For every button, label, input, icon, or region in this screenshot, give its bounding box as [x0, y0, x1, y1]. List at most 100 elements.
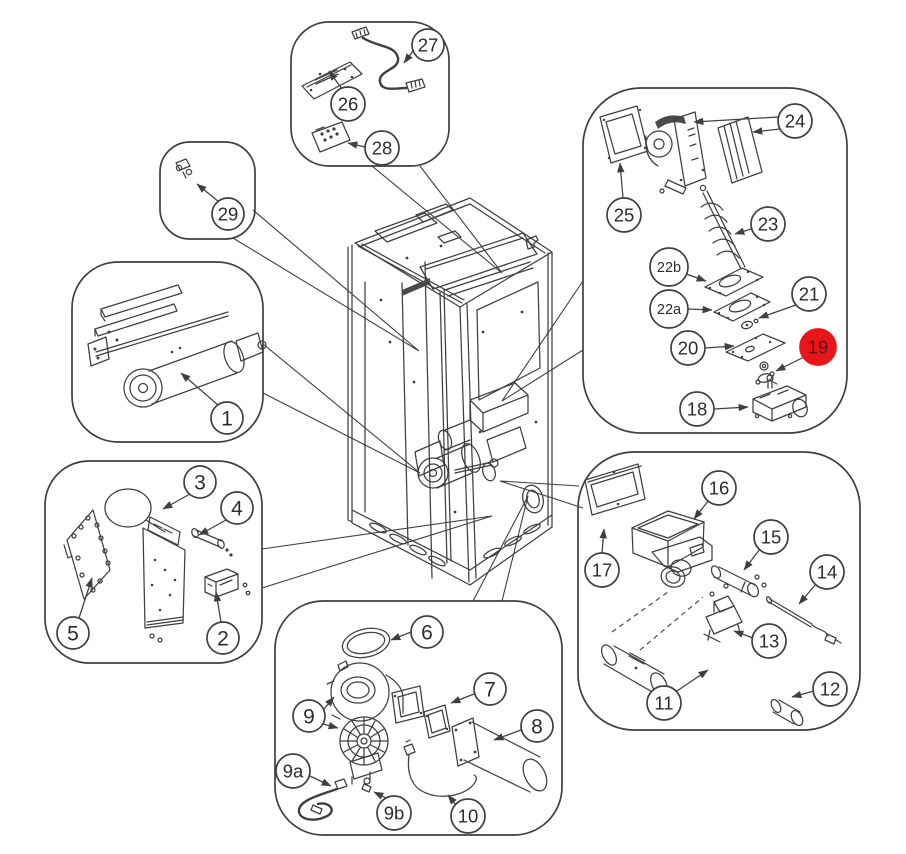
- callout-21[interactable]: 21: [791, 276, 827, 312]
- part-23-drawing: [699, 184, 746, 270]
- callout-6[interactable]: 6: [410, 615, 444, 649]
- callout-arrows: [78, 50, 817, 806]
- svg-text:23: 23: [758, 214, 779, 235]
- svg-text:11: 11: [654, 693, 673, 714]
- svg-text:9a: 9a: [283, 761, 304, 782]
- part-7-drawing: [423, 704, 451, 739]
- callouts: 1 2 3 4 5 6 7 8 9 9a 9b 10 11 12 13 14 1…: [56, 28, 848, 834]
- svg-text:26: 26: [338, 94, 359, 115]
- part-8-drawing: [451, 717, 548, 793]
- part-21-drawing: [740, 318, 759, 330]
- callout-4[interactable]: 4: [220, 491, 254, 525]
- callout-9b[interactable]: 9b: [376, 795, 412, 831]
- svg-text:27: 27: [418, 35, 439, 56]
- callout-19-highlighted[interactable]: 19: [799, 328, 837, 366]
- part-5-drawing: [63, 509, 111, 600]
- callout-29[interactable]: 29: [211, 197, 245, 231]
- svg-text:22a: 22a: [657, 302, 682, 318]
- callout-13[interactable]: 13: [751, 623, 787, 659]
- callout-26[interactable]: 26: [330, 86, 366, 122]
- callout-28[interactable]: 28: [364, 130, 400, 166]
- group-box-auger: [582, 87, 848, 434]
- part-15-drawing: [710, 565, 767, 598]
- svg-text:4: 4: [231, 498, 243, 521]
- svg-text:8: 8: [531, 716, 543, 739]
- part-10-drawing: [403, 739, 477, 797]
- svg-text:29: 29: [218, 204, 239, 225]
- callout-2[interactable]: 2: [206, 621, 240, 655]
- svg-text:15: 15: [761, 527, 782, 548]
- group-box-burnpot: [577, 451, 861, 731]
- callout-18[interactable]: 18: [679, 391, 715, 427]
- callout-9a[interactable]: 9a: [275, 753, 311, 789]
- callout-9[interactable]: 9: [292, 699, 326, 733]
- callout-5[interactable]: 5: [56, 616, 90, 650]
- svg-text:3: 3: [194, 472, 206, 495]
- group-box-29: [159, 141, 256, 240]
- callout-15[interactable]: 15: [753, 519, 789, 555]
- svg-text:28: 28: [372, 138, 393, 159]
- svg-text:6: 6: [421, 622, 433, 645]
- svg-text:21: 21: [799, 284, 820, 305]
- part-4-drawing: [191, 528, 233, 557]
- svg-text:18: 18: [687, 399, 708, 420]
- callout-14[interactable]: 14: [809, 554, 845, 590]
- callout-23[interactable]: 23: [750, 206, 786, 242]
- callout-12[interactable]: 12: [812, 671, 848, 707]
- svg-text:22b: 22b: [657, 260, 681, 276]
- callout-11[interactable]: 11: [646, 685, 682, 721]
- part-17-drawing: [584, 463, 646, 516]
- svg-text:13: 13: [759, 631, 780, 652]
- part-14-drawing: [765, 596, 842, 645]
- callout-25[interactable]: 25: [606, 197, 642, 233]
- part-22a-drawing: [713, 292, 771, 322]
- svg-text:2: 2: [217, 628, 229, 651]
- leader-wedges: [232, 165, 584, 602]
- callout-20[interactable]: 20: [670, 330, 706, 366]
- part-1-drawing: [87, 284, 267, 408]
- callout-7[interactable]: 7: [473, 672, 507, 706]
- callout-8[interactable]: 8: [520, 709, 554, 743]
- svg-text:5: 5: [67, 623, 79, 646]
- group-box-controls: [290, 21, 450, 167]
- part-6-drawing: [341, 627, 391, 659]
- callout-16[interactable]: 16: [701, 470, 737, 506]
- callout-10[interactable]: 10: [450, 798, 486, 834]
- callout-24[interactable]: 24: [777, 103, 813, 139]
- svg-text:12: 12: [820, 679, 841, 700]
- svg-text:1: 1: [221, 408, 233, 431]
- part-24-drawing: [645, 111, 763, 195]
- part-9b-drawing: [361, 777, 372, 793]
- part-9a-drawing: [297, 778, 348, 821]
- svg-text:25: 25: [614, 205, 635, 226]
- callout-17[interactable]: 17: [584, 552, 620, 588]
- part-9-drawing: [326, 660, 425, 785]
- callout-27[interactable]: 27: [411, 28, 445, 62]
- svg-text:10: 10: [458, 806, 479, 827]
- stove-body-drawing: [347, 197, 553, 586]
- group-box-blower: [274, 600, 563, 836]
- svg-text:19: 19: [808, 337, 829, 358]
- part-mounting-plate-drawing: [142, 516, 186, 643]
- part-22b-drawing: [704, 267, 764, 297]
- svg-text:9: 9: [303, 706, 315, 729]
- part-2-drawing: [204, 568, 251, 598]
- part-13-drawing: [703, 583, 743, 643]
- callout-1[interactable]: 1: [210, 401, 244, 435]
- group-box-electronics: [44, 460, 263, 664]
- part-28-drawing: [311, 121, 351, 153]
- part-12-drawing: [770, 698, 804, 727]
- callout-3[interactable]: 3: [183, 465, 217, 499]
- svg-text:7: 7: [484, 679, 496, 702]
- svg-text:17: 17: [592, 560, 613, 581]
- svg-text:20: 20: [678, 338, 699, 359]
- callout-22a[interactable]: 22a: [649, 289, 689, 329]
- callout-22b[interactable]: 22b: [649, 247, 689, 287]
- part-18-drawing: [752, 374, 808, 422]
- svg-text:9b: 9b: [384, 803, 405, 824]
- svg-text:14: 14: [817, 562, 838, 583]
- svg-text:16: 16: [709, 478, 730, 499]
- group-boxes: [44, 21, 861, 836]
